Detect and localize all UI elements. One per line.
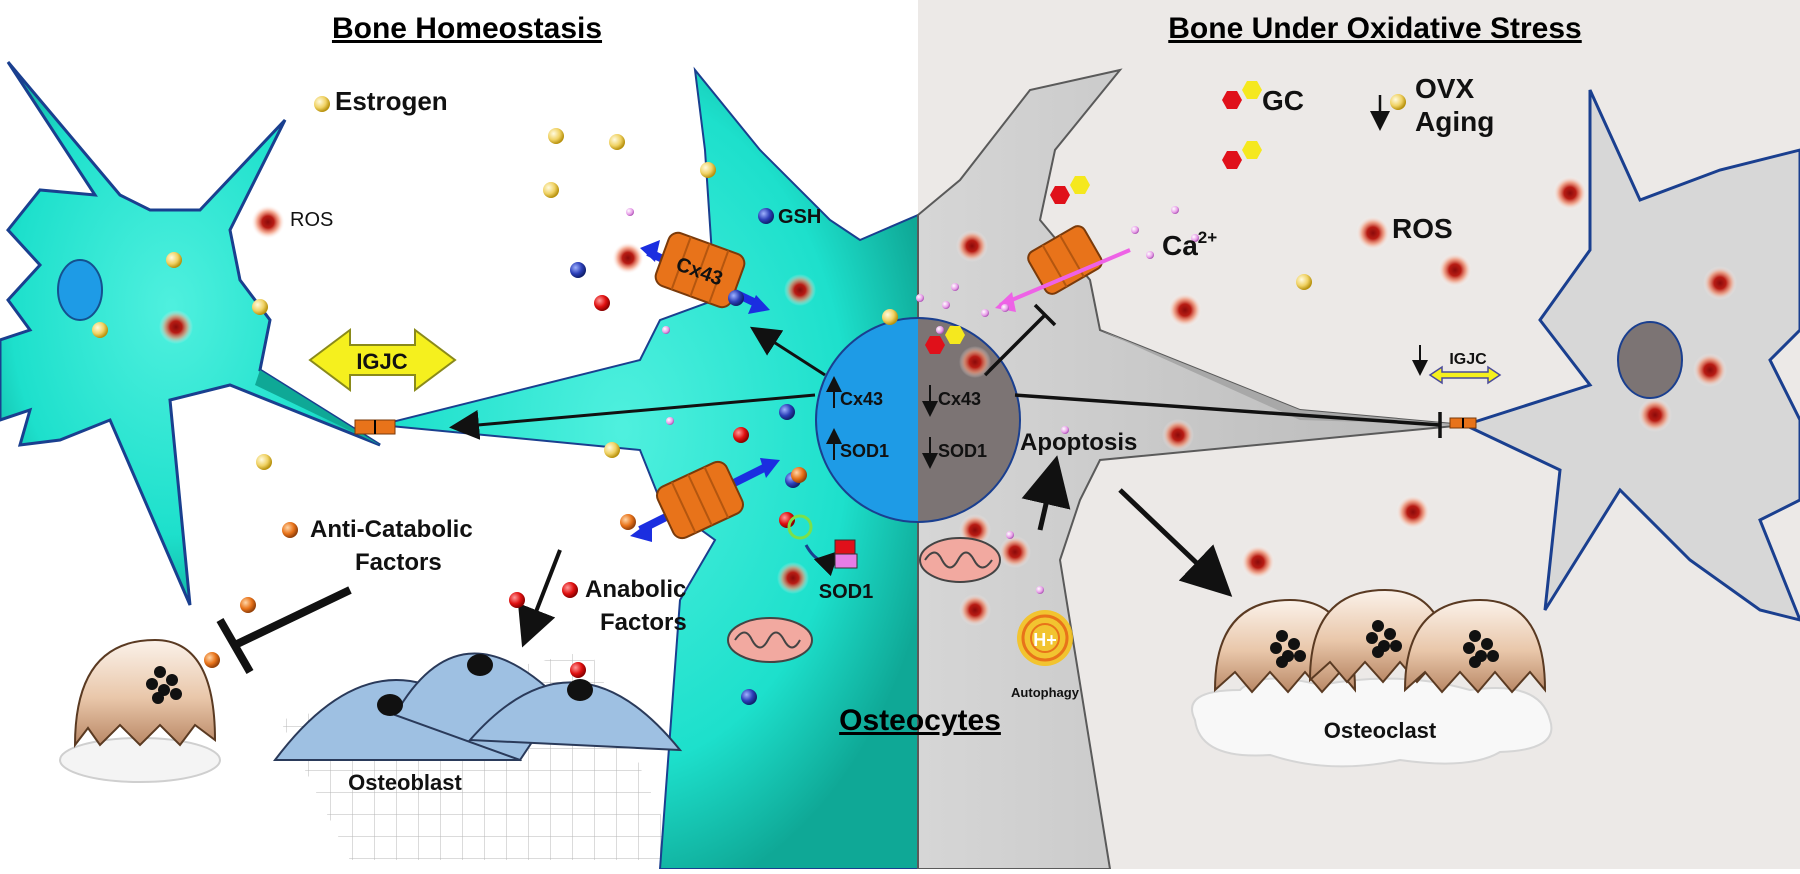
igjc-label-left: IGJC <box>356 349 407 374</box>
ros-dot <box>1356 216 1390 250</box>
igjc-small-arrow: IGJC <box>1412 345 1502 385</box>
anabolic-label-1: Anabolic <box>585 576 686 603</box>
arrow-to-osteoblast <box>517 549 562 648</box>
ros-dot <box>1396 495 1430 529</box>
osteoclast-label: Osteoclast <box>1324 718 1437 743</box>
ovx-label: OVX <box>1415 73 1474 104</box>
title-bone-homeostasis: Bone Homeostasis <box>332 12 602 45</box>
ros-dot <box>1703 266 1737 300</box>
nucleus-labels: Cx43 SOD1 Cx43 SOD1 <box>826 376 987 469</box>
mitochondrion-healthy <box>727 617 813 663</box>
osteoclast-left <box>59 638 221 783</box>
calcium-label: Ca2+ <box>1162 228 1217 261</box>
sod1-small-label: SOD1 <box>819 581 873 603</box>
arrow-to-osteoclast <box>1118 488 1233 597</box>
anabolic-particles <box>509 295 795 678</box>
estrogen-particles <box>92 94 1406 470</box>
ros-dot <box>1553 176 1587 210</box>
ros-dot <box>1638 398 1672 432</box>
anti-catabolic-label-2: Factors <box>355 549 442 576</box>
glucocorticoid-molecules <box>925 81 1262 354</box>
ros-dot <box>1693 353 1727 387</box>
right-cell-nucleus <box>1617 321 1683 399</box>
ros-dot <box>959 594 991 626</box>
igjc-label-right: IGJC <box>1449 351 1487 368</box>
nucleus-stressed-half <box>918 318 1020 522</box>
inhibit-line-osteoclast <box>233 586 352 649</box>
title-osteocytes: Osteocytes <box>839 704 1001 737</box>
ros-dot <box>1162 419 1194 451</box>
anti-catabolic-particles <box>204 467 807 668</box>
nucleus-healthy-half <box>816 318 918 522</box>
anti-catabolic-label-1: Anti-Catabolic <box>310 516 473 543</box>
anabolic-label-2: Factors <box>600 609 687 636</box>
nucleus-cx43-up-label: Cx43 <box>840 389 883 409</box>
aging-label: Aging <box>1415 106 1494 137</box>
apoptosis-label: Apoptosis <box>1020 429 1137 456</box>
ros-label-left: ROS <box>290 209 333 231</box>
ros-dot <box>1168 293 1202 327</box>
arrow-to-apoptosis <box>1021 455 1071 531</box>
cx43-channel-top: Cx43 <box>640 231 770 314</box>
ros-dot <box>1241 545 1275 579</box>
osteoblasts: Osteoblast <box>272 652 683 795</box>
ros-dot <box>999 536 1031 568</box>
right-osteocyte <box>1460 89 1800 622</box>
nucleus-sod1-up-label: SOD1 <box>840 441 889 461</box>
calcium-particles <box>626 206 1199 594</box>
gsh-particles <box>570 208 801 705</box>
cx43-channel-bottom <box>630 458 780 542</box>
gc-label: GC <box>1262 85 1304 116</box>
title-oxidative-stress: Bone Under Oxidative Stress <box>1168 12 1581 45</box>
inhibit-line-channel <box>983 313 1047 377</box>
left-cell-nucleus <box>57 259 103 321</box>
nucleus-sod1-down-label: SOD1 <box>938 441 987 461</box>
nucleus-cx43-down-label: Cx43 <box>938 389 981 409</box>
ros-dot <box>612 242 644 274</box>
cx43-channel-stressed <box>995 225 1131 312</box>
ros-dot <box>777 562 809 594</box>
gsh-label: GSH <box>778 206 821 228</box>
sod1-enzyme: SOD1 <box>787 514 873 603</box>
ros-label-right: ROS <box>1392 213 1453 244</box>
h-plus-label: H+ <box>1033 630 1057 650</box>
autophagy-symbol: H+ Autophagy <box>1011 610 1080 700</box>
ros-particles <box>159 176 1737 626</box>
ros-dot <box>159 310 193 344</box>
arrow-to-cx43-channel <box>749 326 826 377</box>
autophagy-label: Autophagy <box>1011 685 1080 700</box>
ros-dot <box>959 346 991 378</box>
mitochondrion-stressed <box>919 537 1001 583</box>
calcium-influx-arrow <box>999 248 1131 307</box>
inhibit-line-right-junction <box>1014 393 1441 427</box>
osteoblast-label: Osteoblast <box>348 770 462 795</box>
osteoclasts-right: Osteoclast <box>1191 588 1553 768</box>
ros-dot <box>956 230 988 262</box>
igjc-double-arrow: IGJC <box>308 328 457 392</box>
central-nucleus <box>815 317 1021 523</box>
arrow-to-left-junction <box>449 393 816 440</box>
ros-dot <box>784 274 816 306</box>
ros-dot <box>1438 253 1472 287</box>
ros-dot <box>251 205 285 239</box>
estrogen-label: Estrogen <box>335 86 448 116</box>
